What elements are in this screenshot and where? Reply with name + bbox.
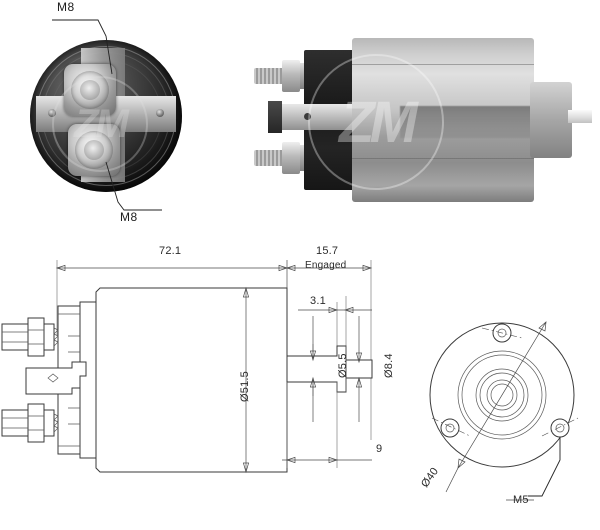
dim-overall-length: 72.1 [159, 245, 182, 257]
cap-bar-hole-right [156, 109, 164, 117]
dim-engaged-stroke: 15.7 [316, 245, 339, 257]
bracket-tab [268, 101, 282, 133]
dim-engaged-note: Engaged [305, 260, 347, 271]
plunger-shaft [568, 110, 592, 123]
center-connector-bracket [268, 101, 362, 133]
solenoid-body-cylinder [352, 38, 534, 202]
terminal-stud-lower [254, 150, 284, 166]
front-end-cap-photo: ZM [26, 36, 186, 196]
bracket-hole [304, 113, 311, 120]
terminal-stud-upper [254, 68, 284, 84]
terminal-nut-lower [282, 142, 300, 174]
side-profile-photo: ZM [240, 30, 592, 210]
body-seam-1 [352, 64, 534, 65]
dim-collar-width: 3.1 [310, 295, 326, 307]
terminal-nut-upper [282, 60, 300, 92]
callout-label-m8-top: M8 [57, 0, 75, 14]
dim-shaft-large-diameter: Ø8.4 [383, 353, 395, 378]
technical-drawing-side-section [1, 260, 373, 474]
terminal-stud-top [64, 64, 116, 116]
dim-body-diameter: Ø51.5 [239, 371, 251, 402]
callout-leader-m8-top [52, 19, 113, 75]
dim-shaft-small-diameter: Ø5.5 [337, 353, 349, 378]
cap-bar-hole-left [48, 109, 56, 117]
dim-shaft-length: 9 [376, 443, 383, 455]
dim-mounting-thread: M5 [513, 494, 529, 506]
callout-label-m8-bottom: M8 [120, 210, 138, 224]
body-shadow-band [400, 106, 532, 138]
body-seam-2 [352, 158, 534, 159]
solenoid-nose-collar [530, 82, 572, 158]
callout-leader-m8-bottom [105, 161, 162, 211]
technical-drawing-end-view [429, 321, 579, 501]
